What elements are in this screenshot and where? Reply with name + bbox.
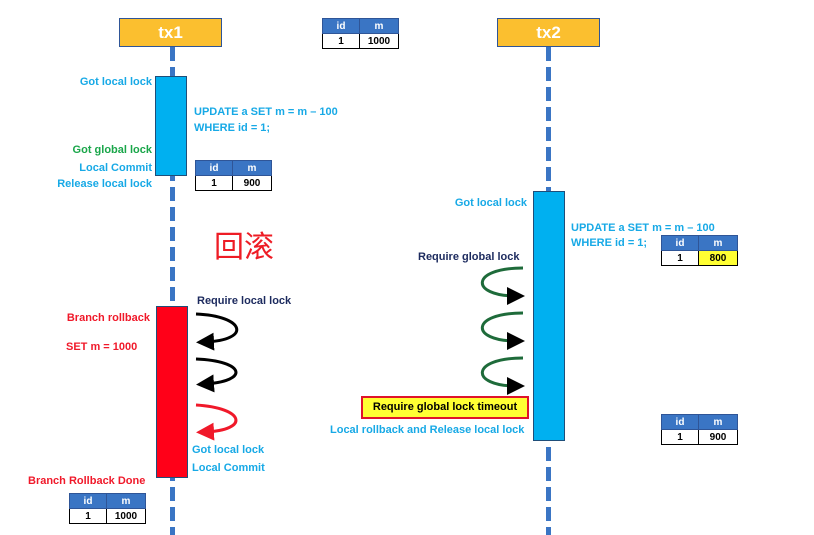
tx1-rollback-bar: [156, 306, 188, 478]
set-m-label: SET m = 1000: [66, 341, 138, 353]
rollback-title: 回滚: [214, 230, 274, 265]
wait-arrow-2: [480, 311, 525, 350]
branch-rollback-done-label: Branch Rollback Done: [28, 475, 146, 487]
tx2-local-rollback-label: Local rollback and Release local lock: [330, 424, 525, 436]
retry-arrow-2: [195, 357, 238, 393]
col-m-header: m: [698, 414, 738, 430]
tx2-sql-line2: WHERE id = 1;: [571, 237, 648, 249]
tx1-lifeline: [170, 47, 175, 535]
cell-m: 1000: [106, 508, 146, 524]
cell-m: 900: [698, 429, 738, 445]
cell-id: 1: [69, 508, 107, 524]
tx1-sql-line2: WHERE id = 1;: [194, 122, 271, 134]
col-m-header: m: [232, 160, 272, 176]
wait-arrow-3: [480, 356, 525, 395]
tx1-active-bar: [155, 76, 187, 176]
require-local-lock-label: Require local lock: [197, 295, 292, 307]
tx1-got-global-lock: Got global lock: [72, 144, 152, 156]
require-global-lock-label: Require global lock: [418, 251, 520, 263]
retry-arrow-1: [195, 312, 238, 351]
cell-m: 1000: [359, 33, 399, 49]
cell-id: 1: [661, 429, 699, 445]
col-id-header: id: [661, 414, 699, 430]
col-id-header: id: [322, 18, 360, 34]
retry-arrow-3: [195, 403, 238, 441]
tx1-got-local-lock-2: Got local lock: [192, 444, 265, 456]
tx2-got-local-lock: Got local lock: [454, 197, 527, 209]
tx1-release-local-lock: Release local lock: [57, 178, 152, 190]
tx1-header: tx1: [119, 18, 222, 47]
tx1-sql-line1: UPDATE a SET m = m – 100: [194, 106, 338, 118]
tx1-local-commit: Local Commit: [79, 162, 152, 174]
wait-arrow-1: [480, 266, 525, 305]
cell-m-highlighted: 800: [698, 250, 738, 266]
tx2-title: tx2: [536, 23, 561, 42]
col-m-header: m: [698, 235, 738, 251]
tx2-header: tx2: [497, 18, 600, 47]
tx1-title: tx1: [158, 23, 183, 42]
cell-id: 1: [195, 175, 233, 191]
cell-id: 1: [661, 250, 699, 266]
branch-rollback-label: Branch rollback: [66, 312, 150, 324]
tx2-active-bar: [533, 191, 565, 441]
global-lock-timeout-box: Require global lock timeout: [361, 396, 529, 419]
tx1-got-local-lock: Got local lock: [79, 76, 152, 88]
tx1-local-commit-2: Local Commit: [192, 462, 265, 474]
tx2-sql-line1: UPDATE a SET m = m – 100: [571, 222, 715, 234]
col-id-header: id: [69, 493, 107, 509]
cell-m: 900: [232, 175, 272, 191]
cell-id: 1: [322, 33, 360, 49]
timeout-label: Require global lock timeout: [372, 401, 518, 413]
